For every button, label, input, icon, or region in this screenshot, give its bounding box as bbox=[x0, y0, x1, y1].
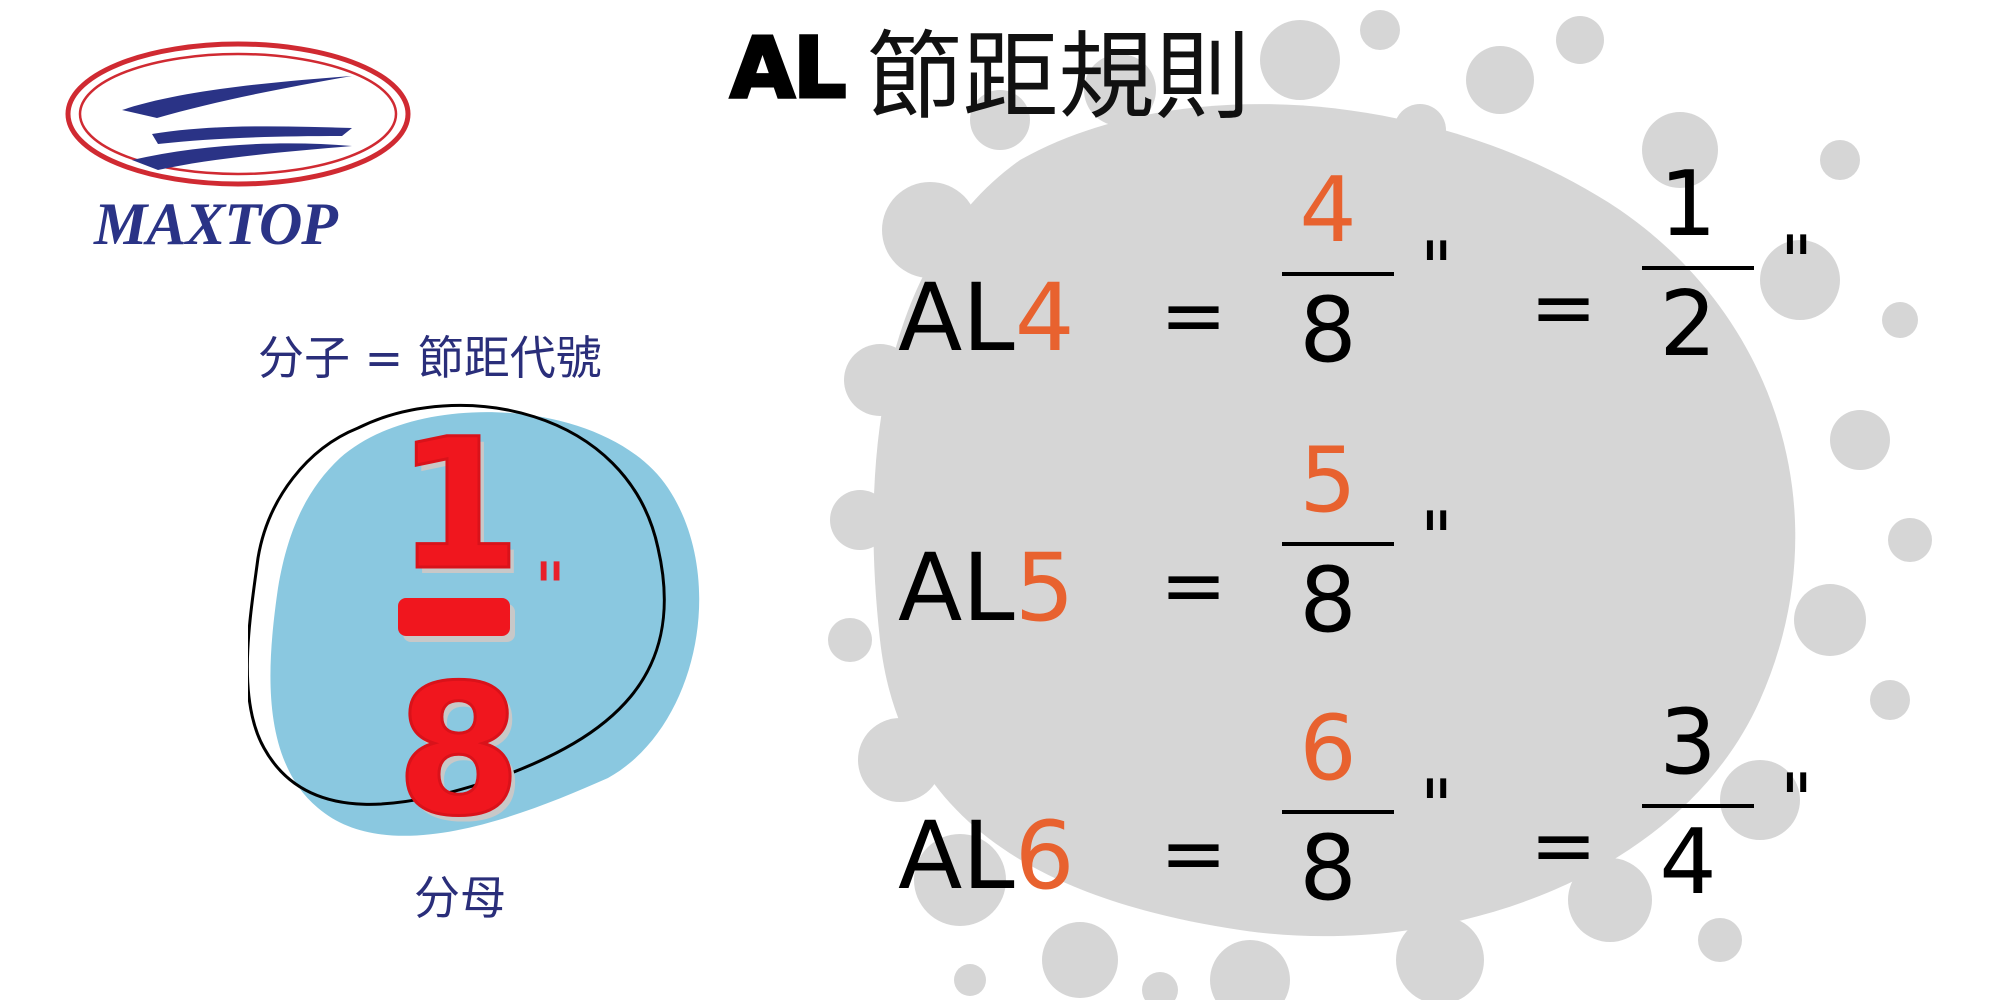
fraction-bar bbox=[1642, 266, 1754, 270]
page-title: AL 節距規則 bbox=[729, 8, 1251, 133]
equals-sign: = bbox=[1530, 799, 1598, 892]
fraction-bar bbox=[1282, 810, 1394, 814]
equals-sign: = bbox=[1160, 807, 1228, 900]
fraction-numerator: 3 bbox=[1659, 690, 1717, 795]
fraction-bar bbox=[1282, 272, 1394, 276]
equals-sign: = bbox=[1530, 261, 1598, 354]
inch-mark: " bbox=[1420, 226, 1454, 310]
logo-wordmark: MAXTOP bbox=[94, 191, 338, 257]
equation-code: AL5 bbox=[898, 542, 1075, 636]
title-prefix: AL bbox=[729, 18, 849, 119]
fraction-numerator: 4 bbox=[1299, 158, 1357, 263]
fraction-denominator: 8 bbox=[1299, 548, 1357, 653]
code-prefix: AL bbox=[898, 264, 1015, 373]
fraction-numerator: 1 bbox=[1659, 152, 1717, 257]
inch-mark: " bbox=[1780, 758, 1814, 842]
code-prefix: AL bbox=[898, 534, 1015, 643]
fraction-bar bbox=[1642, 804, 1754, 808]
code-number: 4 bbox=[1014, 264, 1075, 373]
equals-sign: = bbox=[1160, 269, 1228, 362]
inch-mark: " bbox=[1420, 764, 1454, 848]
equation-code: AL6 bbox=[898, 810, 1075, 904]
fraction-bar bbox=[1282, 542, 1394, 546]
denominator-label: 分母 bbox=[414, 871, 506, 925]
fraction-denominator: 8 bbox=[1299, 278, 1357, 383]
inch-mark: " bbox=[1420, 496, 1454, 580]
code-number: 5 bbox=[1014, 534, 1075, 643]
code-prefix: AL bbox=[898, 802, 1015, 911]
maxtop-logo bbox=[65, 41, 411, 187]
equals-sign: = bbox=[1160, 539, 1228, 632]
example-numerator: 1 bbox=[395, 401, 523, 610]
code-number: 6 bbox=[1014, 802, 1075, 911]
equation-code: AL4 bbox=[898, 272, 1075, 366]
fraction-denominator: 8 bbox=[1299, 816, 1357, 921]
inch-mark: " bbox=[1780, 220, 1814, 304]
fraction-numerator: 6 bbox=[1299, 696, 1357, 801]
fraction-numerator: 5 bbox=[1299, 428, 1357, 533]
example-fraction-bar bbox=[398, 598, 510, 636]
example-inch-mark: " bbox=[534, 548, 567, 630]
fraction-denominator: 2 bbox=[1659, 272, 1717, 377]
fraction-denominator: 4 bbox=[1659, 810, 1717, 915]
numerator-label: 分子 = 節距代號 bbox=[258, 331, 602, 385]
title-text: 節距規則 bbox=[866, 20, 1251, 133]
example-denominator: 8 bbox=[395, 647, 523, 856]
